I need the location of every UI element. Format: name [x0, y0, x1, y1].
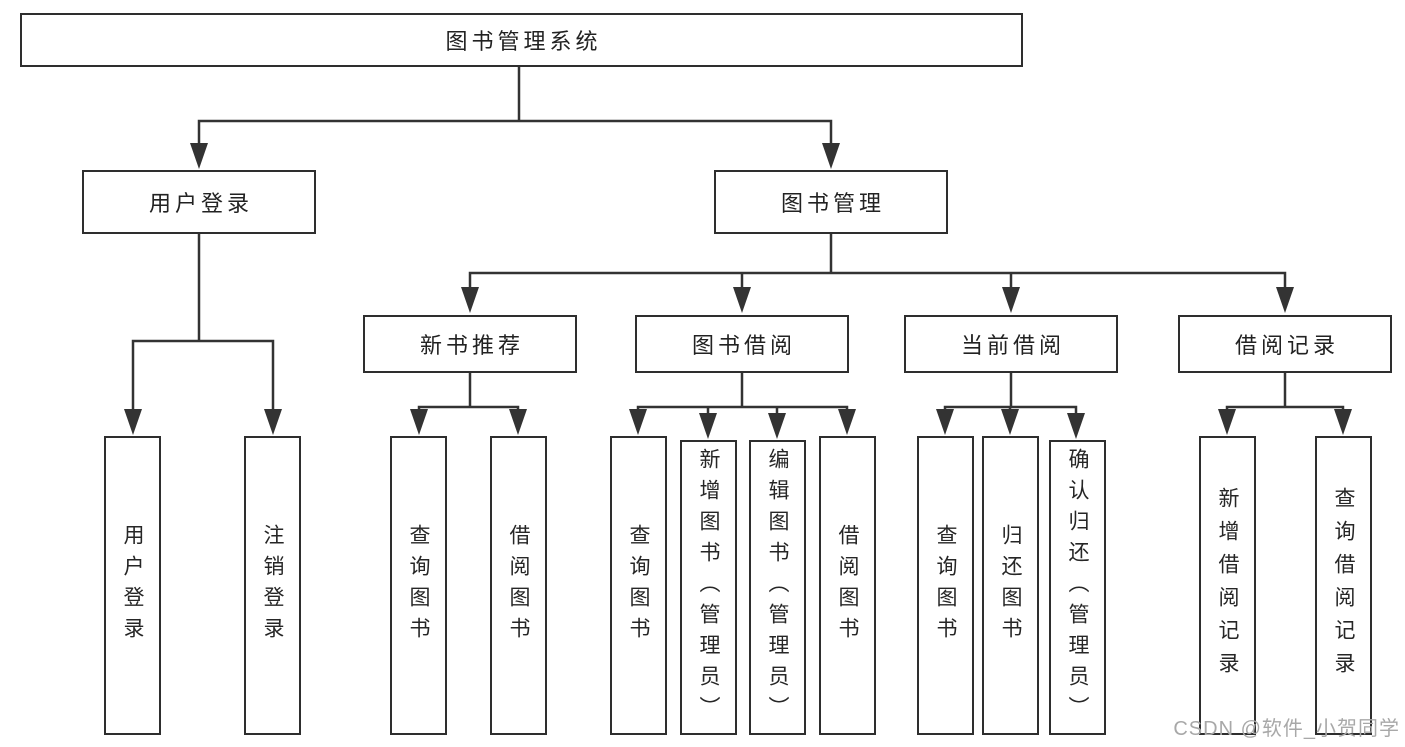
- leaf-user-login-label: 用户登录: [121, 523, 144, 648]
- arrow-down-icon: [264, 409, 282, 435]
- arrow-down-icon: [822, 143, 840, 169]
- leaf-query-books-recommend-label: 查询图书: [407, 523, 430, 648]
- node-borrow-records-label: 借阅记录: [1234, 333, 1339, 358]
- arrow-down-icon: [936, 409, 954, 435]
- connector-book-borrow-bar: [636, 405, 849, 414]
- leaf-query-books-current-label: 查询图书: [934, 523, 957, 648]
- node-new-book-recommend-label: 新书推荐: [419, 333, 524, 358]
- leaf-edit-book-admin: 编辑图书（管理员）: [749, 440, 806, 735]
- leaf-borrow-books: 借阅图书: [819, 436, 876, 735]
- arrow-down-icon: [410, 409, 428, 435]
- leaf-confirm-return-admin: 确认归还（管理员）: [1049, 440, 1106, 735]
- leaf-query-borrow-record-label: 查询借阅记录: [1332, 486, 1355, 685]
- leaf-confirm-return-admin-label: 确认归还（管理员）: [1066, 448, 1089, 727]
- arrow-down-icon: [768, 413, 786, 439]
- node-current-borrow: 当前借阅: [904, 315, 1118, 373]
- leaf-user-login: 用户登录: [104, 436, 161, 735]
- node-root: 图书管理系统: [20, 13, 1023, 67]
- connector-level1-bar: [197, 119, 833, 148]
- leaf-query-borrow-record: 查询借阅记录: [1315, 436, 1372, 735]
- leaf-query-books-borrow: 查询图书: [610, 436, 667, 735]
- leaf-borrow-books-recommend: 借阅图书: [490, 436, 547, 735]
- connector-book-mgmt-bar: [468, 271, 1287, 288]
- leaf-edit-book-admin-label: 编辑图书（管理员）: [766, 448, 789, 727]
- arrow-down-icon: [1067, 413, 1085, 439]
- connector-user-login-bar: [131, 339, 275, 410]
- leaf-logout-label: 注销登录: [261, 523, 284, 648]
- arrow-down-icon: [1218, 409, 1236, 435]
- leaf-query-books-recommend: 查询图书: [390, 436, 447, 735]
- leaf-add-book-admin-label: 新增图书（管理员）: [697, 448, 720, 727]
- leaf-query-books-current: 查询图书: [917, 436, 974, 735]
- node-book-borrow-label: 图书借阅: [691, 333, 796, 358]
- leaf-query-books-borrow-label: 查询图书: [627, 523, 650, 648]
- arrow-down-icon: [1334, 409, 1352, 435]
- leaf-add-borrow-record-label: 新增借阅记录: [1216, 486, 1239, 685]
- node-user-login-label: 用户登录: [148, 191, 253, 216]
- node-book-management: 图书管理: [714, 170, 948, 234]
- arrow-down-icon: [190, 143, 208, 169]
- arrow-down-icon: [1002, 287, 1020, 313]
- arrow-down-icon: [509, 409, 527, 435]
- arrow-down-icon: [1276, 287, 1294, 313]
- node-book-borrow: 图书借阅: [635, 315, 849, 373]
- node-user-login: 用户登录: [82, 170, 316, 234]
- leaf-borrow-books-label: 借阅图书: [836, 523, 859, 648]
- arrow-down-icon: [124, 409, 142, 435]
- arrowhead-icons: [124, 143, 1352, 439]
- connector-level3-stubs: [468, 373, 1287, 407]
- leaf-borrow-books-recommend-label: 借阅图书: [507, 523, 530, 648]
- node-book-management-label: 图书管理: [780, 191, 885, 216]
- leaf-logout: 注销登录: [244, 436, 301, 735]
- node-current-borrow-label: 当前借阅: [960, 333, 1065, 358]
- arrow-down-icon: [838, 409, 856, 435]
- leaf-add-book-admin: 新增图书（管理员）: [680, 440, 737, 735]
- csdn-watermark: CSDN @软件_小贺同学: [1173, 718, 1400, 740]
- node-borrow-records: 借阅记录: [1178, 315, 1392, 373]
- arrow-down-icon: [629, 409, 647, 435]
- leaf-return-book: 归还图书: [982, 436, 1039, 735]
- arrow-down-icon: [699, 413, 717, 439]
- arrow-down-icon: [1001, 409, 1019, 435]
- connector-new-book-bar: [417, 405, 520, 414]
- connector-borrow-records-bar: [1225, 405, 1345, 414]
- leaf-add-borrow-record: 新增借阅记录: [1199, 436, 1256, 735]
- arrow-down-icon: [733, 287, 751, 313]
- arrow-down-icon: [461, 287, 479, 313]
- leaf-return-book-label: 归还图书: [999, 523, 1022, 648]
- node-new-book-recommend: 新书推荐: [363, 315, 577, 373]
- node-root-label: 图书管理系统: [445, 29, 602, 54]
